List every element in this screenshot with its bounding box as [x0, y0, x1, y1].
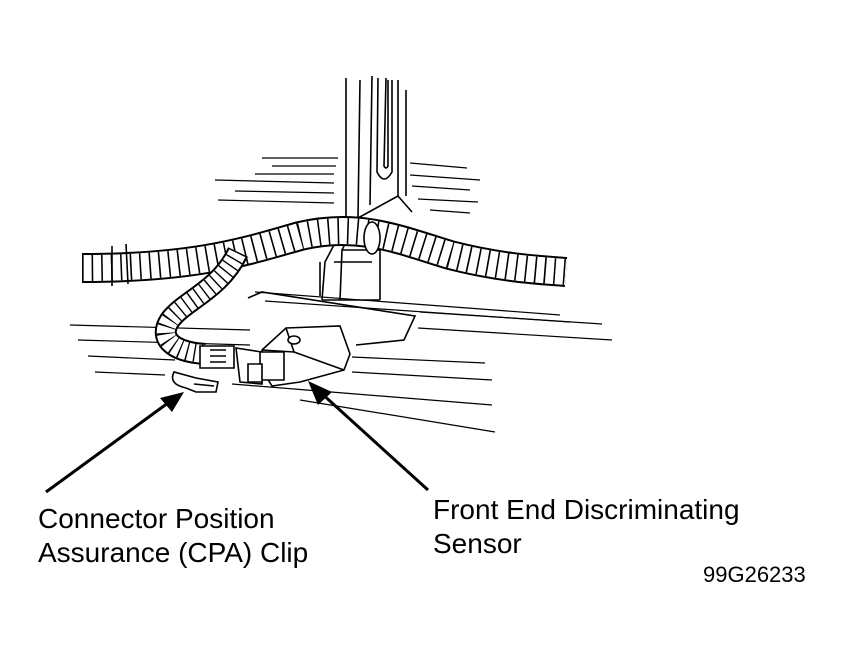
- wiring-harness: [81, 215, 568, 365]
- sensor-label-line2: Sensor: [433, 528, 522, 559]
- surface-lines: [69, 157, 613, 433]
- sensor-label: Front End Discriminating Sensor: [433, 493, 740, 561]
- sensor-label-line1: Front End Discriminating: [433, 494, 740, 525]
- front-end-discriminating-sensor: [247, 325, 351, 387]
- mounting-bracket: [247, 75, 417, 346]
- leader-arrows: [45, 381, 430, 494]
- cpa-clip-label-line1: Connector Position: [38, 503, 275, 534]
- cpa-clip-connector: [171, 345, 263, 393]
- figure-id: 99G26233: [703, 562, 806, 587]
- cpa-clip-label: Connector Position Assurance (CPA) Clip: [38, 502, 308, 570]
- cpa-clip-label-line2: Assurance (CPA) Clip: [38, 537, 309, 568]
